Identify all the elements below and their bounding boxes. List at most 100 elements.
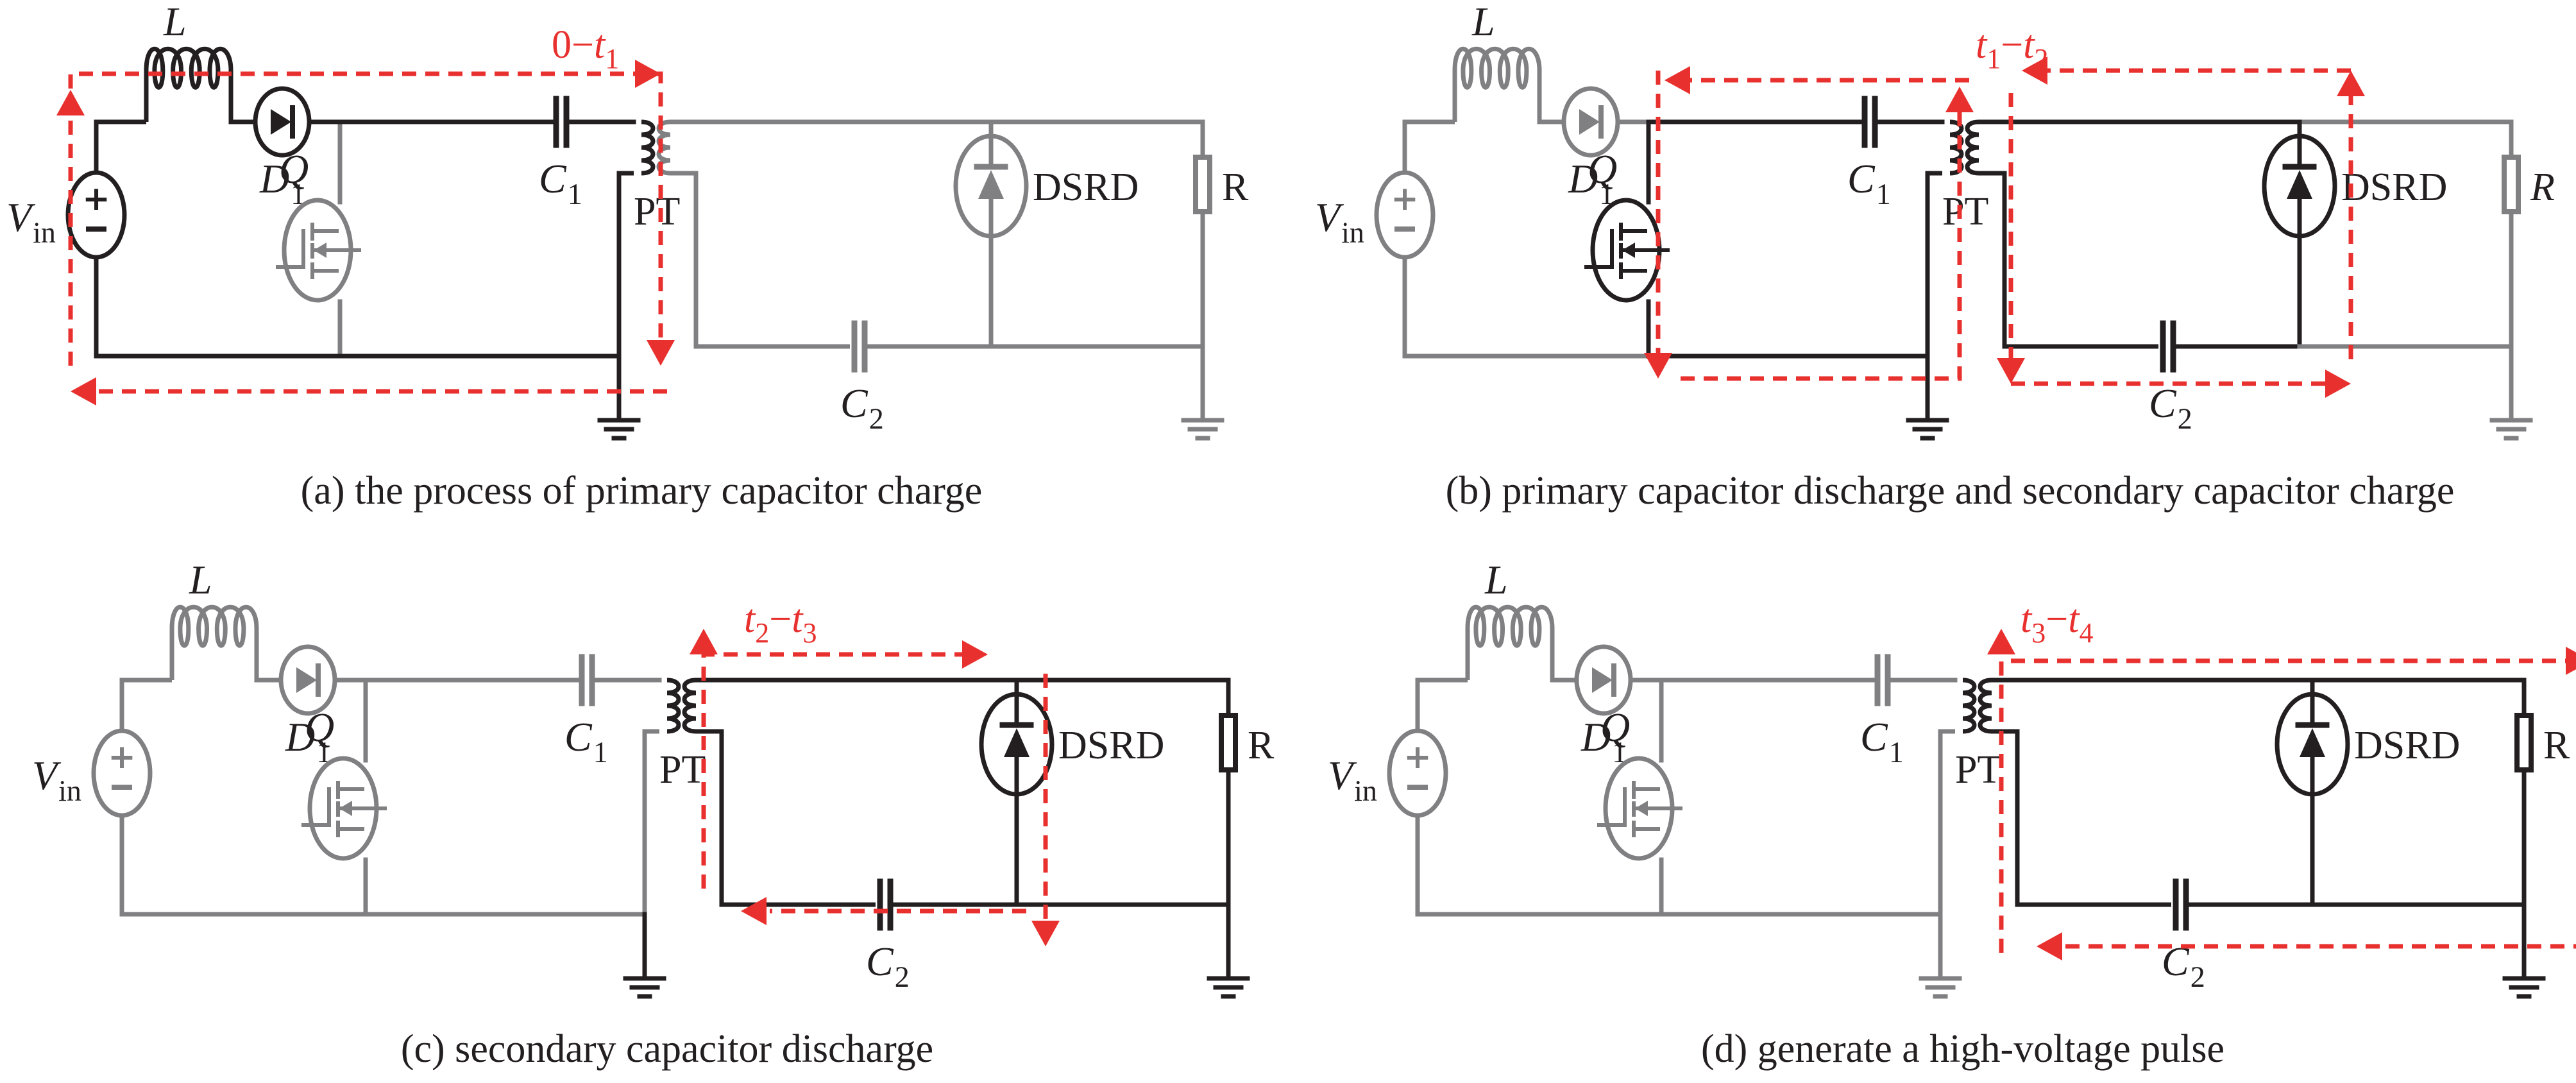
- transformer-primary-coil: [1962, 678, 1977, 734]
- mosfet-arrow: [1635, 801, 1648, 816]
- capacitor-c1: [579, 654, 595, 706]
- label-vin: Vin: [1328, 753, 1377, 807]
- current-path-bottom: [1681, 112, 1962, 381]
- label-c1: C1: [1860, 714, 1904, 769]
- diode-triangle: [1579, 109, 1600, 135]
- label-dsrd: DSRD: [2354, 724, 2460, 767]
- diode-triangle: [271, 109, 291, 135]
- ground-primary: [1919, 976, 1962, 999]
- arrow-head-right: [962, 640, 988, 669]
- label-c2: C2: [866, 939, 910, 993]
- arrow-head-down: [1031, 921, 1060, 946]
- plus-sign: +: [1403, 738, 1432, 776]
- mosfet-arrow: [314, 243, 326, 258]
- source-circle: [91, 728, 153, 818]
- transformer-primary-coil: [666, 678, 681, 734]
- label-d1: D1: [1568, 156, 1614, 210]
- current-path: [1644, 56, 2365, 398]
- inductor-l: [169, 604, 259, 648]
- ground-secondary: [2502, 976, 2546, 999]
- arrow-head-up: [2337, 71, 2365, 96]
- source-circle: [65, 170, 127, 260]
- label-vin: Vin: [1315, 194, 1364, 249]
- label-dsrd: DSRD: [1058, 724, 1164, 767]
- resistor-r: [2514, 713, 2534, 772]
- dsrd-triangle: [2287, 170, 2312, 199]
- transformer-secondary-coil: [682, 678, 697, 734]
- label-pt: PT: [634, 190, 680, 234]
- plus-sign: +: [108, 738, 136, 776]
- arrow-head-up: [1945, 87, 1974, 112]
- capacitor-c2: [877, 878, 894, 931]
- resistor-body: [2514, 713, 2534, 772]
- transformer-secondary-coil: [1965, 119, 1979, 176]
- diode-dsrd: [979, 692, 1055, 797]
- interval-label: t1−t2: [1976, 23, 2048, 74]
- arrow-head-up: [56, 90, 85, 115]
- inductor-l: [1452, 46, 1542, 90]
- resistor-body: [1219, 713, 1238, 772]
- label-d1: D1: [285, 714, 331, 769]
- diode-dsrd: [2262, 133, 2337, 239]
- label-pt: PT: [1955, 748, 2001, 792]
- diode-d1: [253, 86, 312, 158]
- arrow-head-down: [1997, 358, 2025, 384]
- mosfet-q: [301, 756, 387, 861]
- label-dsrd: DSRD: [2341, 166, 2447, 209]
- resistor-r: [1193, 155, 1212, 214]
- label-l: L: [1471, 0, 1495, 44]
- arrow-head-down: [647, 340, 675, 366]
- current-path: [1987, 629, 2576, 960]
- dsrd-triangle: [978, 170, 1004, 199]
- capacitor-c2: [2173, 878, 2189, 931]
- label-q: Q: [305, 704, 334, 750]
- label-pt: PT: [1942, 190, 1988, 234]
- current-path-up: [701, 652, 969, 889]
- diode-d1: [1574, 644, 1633, 716]
- label-l: L: [189, 557, 212, 602]
- interval-label: t3−t4: [2021, 597, 2093, 649]
- resistor-r: [1219, 713, 1238, 772]
- arrow-head-left: [71, 377, 96, 405]
- ground-primary: [623, 976, 666, 999]
- label-q: Q: [1588, 146, 1617, 192]
- transformer-secondary-coil: [1978, 678, 1992, 734]
- ground-secondary: [2489, 418, 2533, 441]
- ground-secondary: [1207, 976, 1250, 999]
- label-r: R: [2530, 166, 2555, 209]
- source-circle: [1374, 170, 1436, 260]
- label-q: Q: [279, 146, 309, 192]
- label-c1: C1: [1847, 156, 1891, 210]
- label-r: R: [2543, 724, 2570, 767]
- current-path: [690, 629, 1060, 946]
- capacitor-c2: [851, 320, 868, 373]
- resistor-body: [1193, 155, 1212, 214]
- transformer-primary-coil: [641, 119, 656, 176]
- label-c2: C2: [840, 380, 884, 435]
- diode-dsrd: [2275, 692, 2350, 797]
- diode-triangle: [296, 667, 317, 693]
- label-c1: C1: [564, 714, 608, 769]
- diode-d1: [1561, 86, 1620, 158]
- label-r: R: [1222, 166, 1249, 209]
- arrow-head-left: [2022, 56, 2047, 85]
- voltage-source-vin: +: [1374, 170, 1436, 260]
- label-q: Q: [1600, 704, 1630, 750]
- ground-primary: [597, 418, 641, 441]
- source-circle: [1387, 728, 1448, 818]
- arrow-head-left: [2037, 932, 2062, 960]
- capacitor-c1: [1874, 654, 1891, 706]
- arrow-head-right: [635, 60, 661, 88]
- plus-sign: +: [1391, 180, 1419, 218]
- label-dsrd: DSRD: [1033, 166, 1139, 209]
- label-l: L: [163, 0, 187, 44]
- label-d1: D1: [1580, 714, 1627, 769]
- diode-dsrd: [953, 133, 1029, 239]
- panel-caption: (d) generate a high-voltage pulse: [1701, 1027, 2224, 1071]
- label-vin: Vin: [32, 753, 81, 807]
- voltage-source-vin: +: [65, 170, 127, 260]
- capacitor-c2: [2160, 320, 2176, 373]
